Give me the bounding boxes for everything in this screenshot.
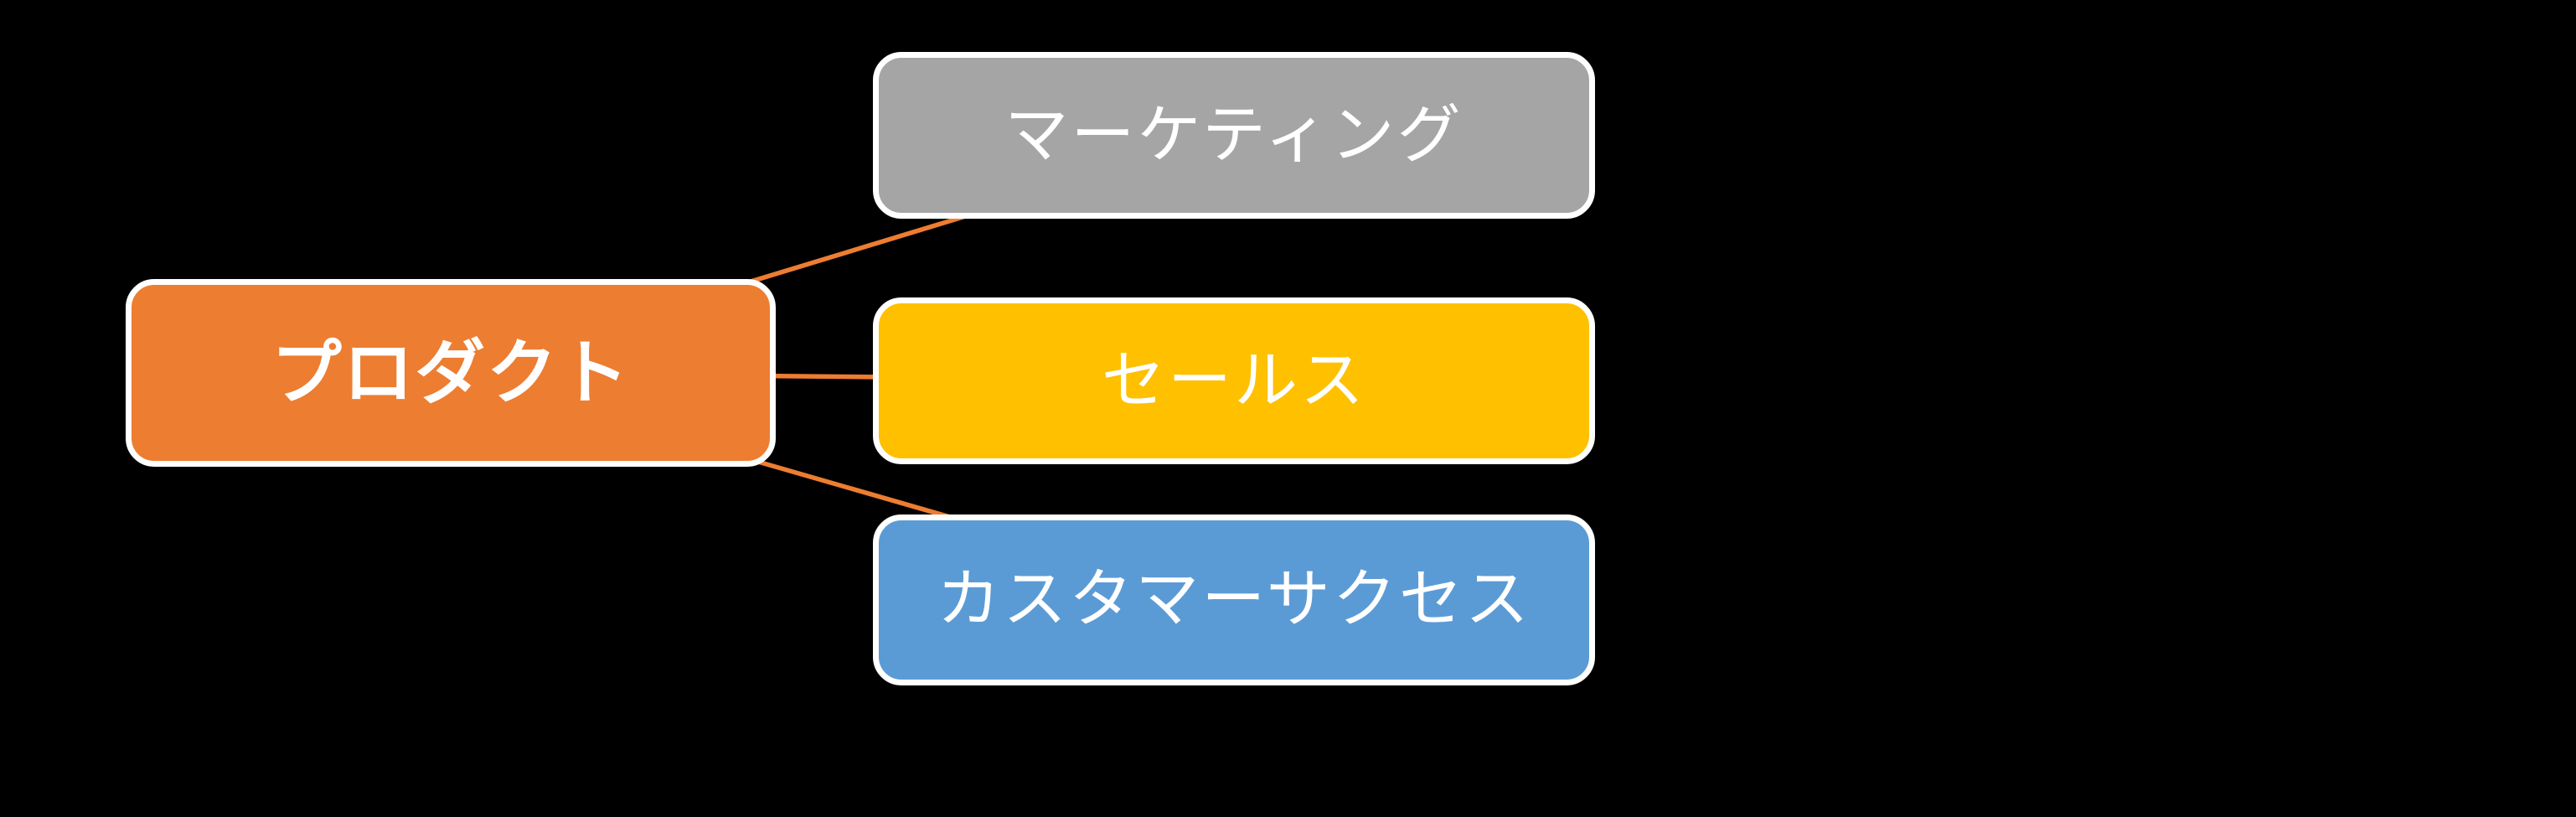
node-sales: セールス <box>873 297 1595 464</box>
node-marketing-label: マーケティング <box>1004 99 1464 171</box>
node-product: プロダクト <box>126 279 776 467</box>
node-customer-success: カスタマーサクセス <box>873 515 1595 685</box>
node-marketing: マーケティング <box>873 52 1595 219</box>
node-product-label: プロダクト <box>271 334 631 412</box>
node-customer-success-label: カスタマーサクセス <box>937 564 1531 635</box>
node-sales-label: セールス <box>1101 344 1367 416</box>
